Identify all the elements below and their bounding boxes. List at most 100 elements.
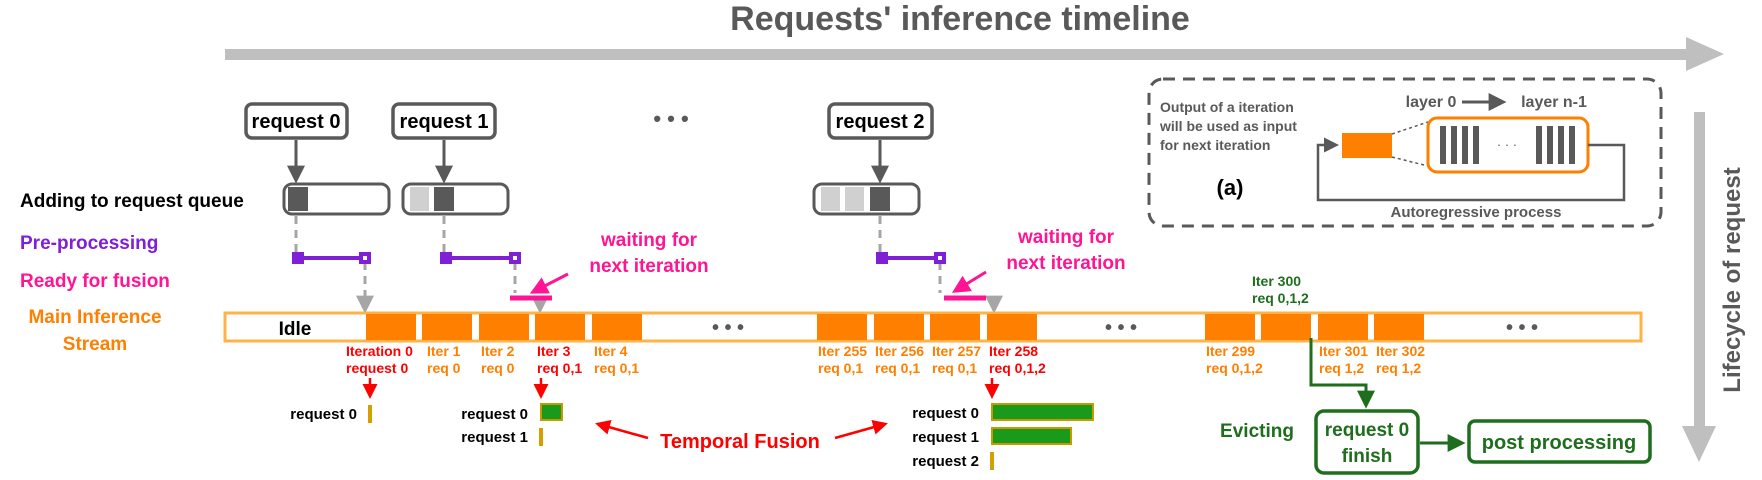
waiting-label-2-line2: next iteration xyxy=(1006,253,1125,274)
request-queue-1 xyxy=(401,182,510,216)
stream-ellipsis-2: • • • xyxy=(1105,317,1137,339)
inset-caption: Autoregressive process xyxy=(1391,204,1562,221)
fusion-1-request-1: request 1 xyxy=(461,429,528,446)
row-label-preprocessing: Pre-processing xyxy=(20,233,158,254)
fusion-bars xyxy=(368,403,1094,470)
iteration-block-9 xyxy=(1205,314,1255,340)
inset-feedback-loop xyxy=(1316,137,1626,202)
row-label-main-stream-line1: Main Inference xyxy=(28,307,161,328)
iteration-label-7-top: Iter 257 xyxy=(932,343,981,359)
inset-dots: · · · xyxy=(1497,137,1517,152)
fusion-2-request-0: request 0 xyxy=(912,405,979,422)
request-queue-2 xyxy=(812,182,921,216)
preprocessing-bars xyxy=(292,252,946,264)
fusion-2-request-1: request 1 xyxy=(912,429,979,446)
row-label-ready: Ready for fusion xyxy=(20,271,170,292)
iteration-label-9-bottom: req 0,1,2 xyxy=(1206,360,1263,376)
iteration-block-10 xyxy=(1261,314,1311,340)
finish-line1: request 0 xyxy=(1325,420,1409,441)
temporal-fusion-arrow-left xyxy=(595,420,649,440)
inset-figure-label: (a) xyxy=(1217,175,1244,200)
iteration-label-12-bottom: req 1,2 xyxy=(1376,360,1421,376)
iteration-label-7-bottom: req 0,1 xyxy=(932,360,977,376)
request-2-label: request 2 xyxy=(836,111,925,133)
temporal-fusion-label: Temporal Fusion xyxy=(660,431,820,453)
inset-output-block xyxy=(1342,133,1392,158)
iteration-label-12-top: Iter 302 xyxy=(1376,343,1425,359)
iteration-label-8-bottom: req 0,1,2 xyxy=(989,360,1046,376)
row-label-queue: Adding to request queue xyxy=(20,191,244,212)
iteration-block-4 xyxy=(592,314,642,340)
request-0-box: request 0 xyxy=(244,102,349,140)
dashed-connectors xyxy=(294,216,1003,314)
iteration-label-0-bottom: request 0 xyxy=(346,360,408,376)
request-1-label: request 1 xyxy=(400,111,489,133)
finish-line2: finish xyxy=(1342,446,1393,467)
iteration-block-2 xyxy=(479,314,529,340)
iteration-label-6-bottom: req 0,1 xyxy=(875,360,920,376)
request-1-box: request 1 xyxy=(391,102,497,140)
iteration-label-4-bottom: req 0,1 xyxy=(594,360,639,376)
iteration-block-8 xyxy=(987,314,1037,340)
fusion-0-request-0: request 0 xyxy=(290,406,357,423)
waiting-label-1-line1: waiting for xyxy=(600,230,698,251)
iteration-blocks xyxy=(366,314,1424,340)
iteration-label-11-top: Iter 301 xyxy=(1319,343,1368,359)
iteration-label-3-bottom: req 0,1 xyxy=(537,360,582,376)
timeline-arrow xyxy=(225,37,1724,71)
waiting-arrow-1 xyxy=(529,272,569,294)
post-processing-box: post processing xyxy=(1467,419,1652,464)
iteration-block-12 xyxy=(1374,314,1424,340)
iteration-block-1 xyxy=(422,314,472,340)
iteration-label-8-top: Iter 258 xyxy=(989,343,1038,359)
iteration-block-5 xyxy=(817,314,867,340)
inset-layers xyxy=(1440,126,1575,164)
iteration-label-10-bottom: req 0,1,2 xyxy=(1252,290,1309,306)
temporal-fusion-arrow-right xyxy=(834,420,888,440)
iteration-label-2-bottom: req 0 xyxy=(481,360,515,376)
iteration-label-6-top: Iter 256 xyxy=(875,343,924,359)
iteration-block-3 xyxy=(535,314,585,340)
iteration-label-5-top: Iter 255 xyxy=(818,343,867,359)
request-2-box: request 2 xyxy=(827,102,934,140)
iteration-label-1-top: Iter 1 xyxy=(427,343,461,359)
iteration-label-2-top: Iter 2 xyxy=(481,343,515,359)
iteration-label-10-top: Iter 300 xyxy=(1252,273,1301,289)
iteration-block-0 xyxy=(366,314,416,340)
iteration-label-5-bottom: req 0,1 xyxy=(818,360,863,376)
stream-ellipsis-1: • • • xyxy=(712,317,744,339)
iteration-block-6 xyxy=(874,314,924,340)
iteration-label-0-top: Iteration 0 xyxy=(346,343,413,359)
inset-note-line3: for next iteration xyxy=(1160,137,1270,153)
post-processing-label: post processing xyxy=(1482,432,1636,454)
idle-label: Idle xyxy=(279,319,312,340)
waiting-arrow-2 xyxy=(951,270,987,293)
fusion-2-request-2: request 2 xyxy=(912,453,979,470)
request-0-label: request 0 xyxy=(252,111,341,133)
top-ellipsis: • • • xyxy=(653,106,688,131)
request-finish-box: request 0 finish xyxy=(1314,409,1420,475)
fusion-1-request-0: request 0 xyxy=(461,406,528,423)
iteration-label-9-top: Iter 299 xyxy=(1206,343,1255,359)
stream-ellipsis-3: • • • xyxy=(1506,317,1538,339)
lifecycle-arrow xyxy=(1682,112,1716,462)
iteration-block-7 xyxy=(930,314,980,340)
diagram-title: Requests' inference timeline xyxy=(730,0,1190,38)
evicting-label: Evicting xyxy=(1220,421,1294,442)
inset-note-line1: Output of a iteration xyxy=(1160,99,1294,115)
iteration-block-11 xyxy=(1318,314,1368,340)
waiting-label-1-line2: next iteration xyxy=(589,256,708,277)
iteration-label-11-bottom: req 1,2 xyxy=(1319,360,1364,376)
iteration-label-3-top: Iter 3 xyxy=(537,343,571,359)
inset-autoregressive: Output of a iteration will be used as in… xyxy=(1147,77,1663,228)
inset-layer-start: layer 0 xyxy=(1406,94,1457,111)
iteration-label-1-bottom: req 0 xyxy=(427,360,461,376)
lifecycle-label: Lifecycle of request xyxy=(1719,167,1746,392)
inset-note-line2: will be used as input xyxy=(1159,118,1297,134)
row-label-main-stream-line2: Stream xyxy=(63,334,127,355)
request-queue-0 xyxy=(282,182,391,216)
inset-layer-end: layer n-1 xyxy=(1521,94,1587,111)
iteration-label-4-top: Iter 4 xyxy=(594,343,628,359)
evict-arrow xyxy=(1309,338,1375,409)
waiting-label-2-line1: waiting for xyxy=(1017,227,1115,248)
